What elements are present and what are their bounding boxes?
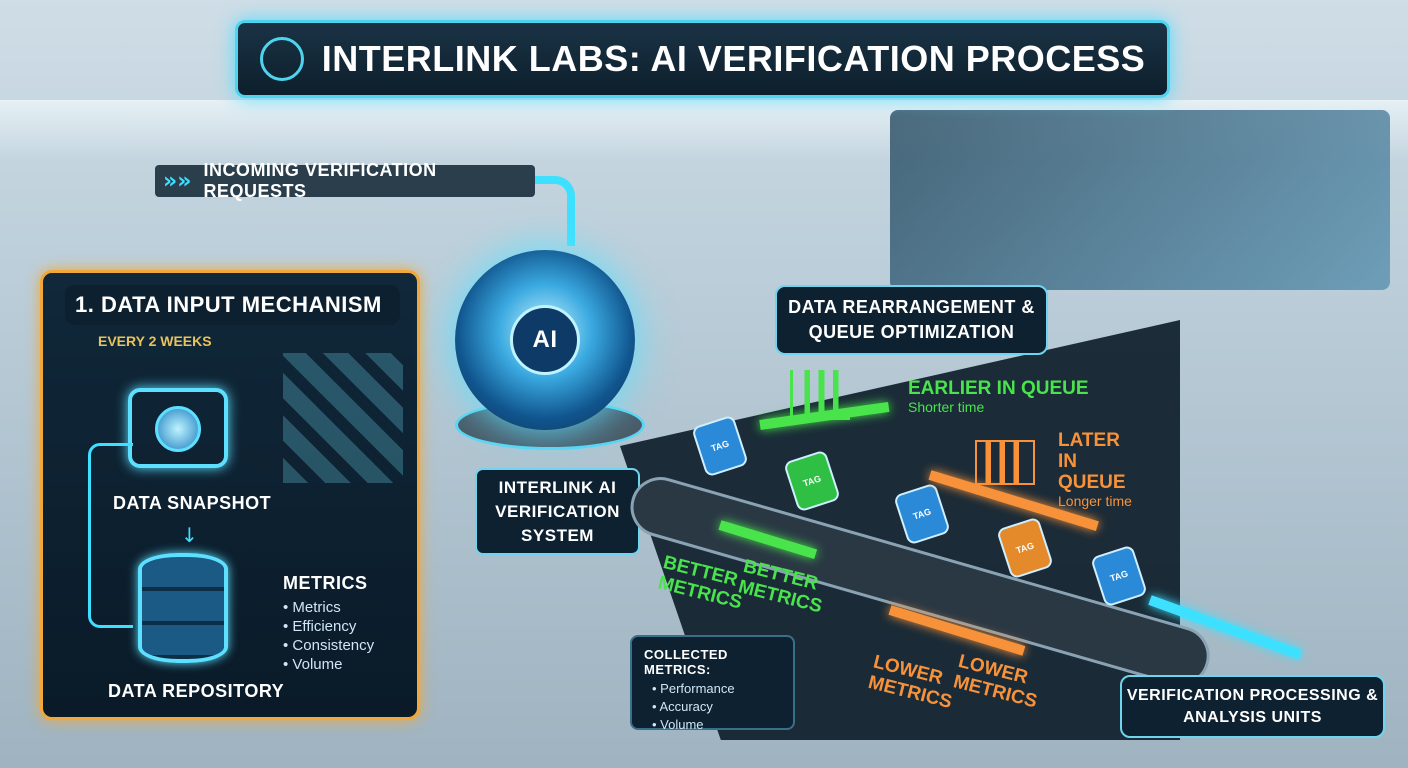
database-icon: [138, 553, 228, 663]
panel-heading: 1. DATA INPUT MECHANISM: [75, 292, 382, 317]
page-title: INTERLINK LABS: AI VERIFICATION PROCESS: [321, 38, 1146, 79]
incoming-requests-label: »» INCOMING VERIFICATION REQUESTS: [155, 160, 535, 201]
metric-item: Volume: [283, 655, 374, 674]
later-sub: Longer time: [1058, 493, 1132, 509]
camera-icon: [128, 388, 228, 468]
snapshot-label: DATA SNAPSHOT: [113, 493, 272, 513]
later-label: LATER IN QUEUE Longer time: [1058, 430, 1132, 509]
metric-item: Efficiency: [283, 617, 374, 636]
earlier-label: EARLIER IN QUEUE Shorter time: [908, 378, 1089, 415]
title-banner: INTERLINK LABS: AI VERIFICATION PROCESS: [235, 20, 1170, 98]
ai-system-label: INTERLINK AI VERIFICATION SYSTEM: [475, 468, 640, 555]
earlier-title: EARLIER IN QUEUE: [908, 378, 1089, 399]
metric-item: Consistency: [283, 636, 374, 655]
incoming-text: INCOMING VERIFICATION REQUESTS: [203, 160, 437, 201]
data-input-panel: 1. DATA INPUT MECHANISM EVERY 2 WEEKS DA…: [40, 270, 420, 720]
repository-label: DATA REPOSITORY: [108, 681, 285, 701]
chevrons-icon: »»: [163, 168, 192, 194]
metric-item: Metrics: [283, 598, 374, 617]
down-arrow-icon: ↓: [181, 523, 198, 547]
falling-chart-icon: [975, 440, 1035, 485]
later-title: LATER IN QUEUE: [1058, 430, 1126, 493]
data-cubes-icon: [283, 353, 403, 483]
collected-title: COLLECTED METRICS:: [644, 647, 728, 677]
ai-badge: AI: [510, 305, 580, 375]
collected-item: Performance: [652, 680, 793, 698]
panel-header: 1. DATA INPUT MECHANISM: [65, 285, 400, 325]
collected-item: Accuracy: [652, 698, 793, 716]
frequency-label: EVERY 2 WEEKS: [98, 333, 212, 349]
metrics-title: METRICS: [283, 573, 368, 593]
network-logo-icon: [259, 37, 304, 81]
earlier-sub: Shorter time: [908, 399, 985, 415]
ai-sphere: AI: [455, 250, 635, 430]
metrics-list: Metrics Efficiency Consistency Volume: [283, 598, 374, 674]
wall-screens: [890, 110, 1390, 290]
collected-metrics-box: COLLECTED METRICS: Performance Accuracy …: [630, 635, 795, 732]
loop-arrow: [88, 443, 133, 628]
verification-units-label: VERIFICATION PROCESSING & ANALYSIS UNITS: [1120, 675, 1385, 738]
rearrangement-label: DATA REARRANGEMENT & QUEUE OPTIMIZATION: [775, 285, 1048, 355]
collected-item: Volume: [652, 716, 793, 734]
incoming-arrow: [535, 176, 575, 246]
